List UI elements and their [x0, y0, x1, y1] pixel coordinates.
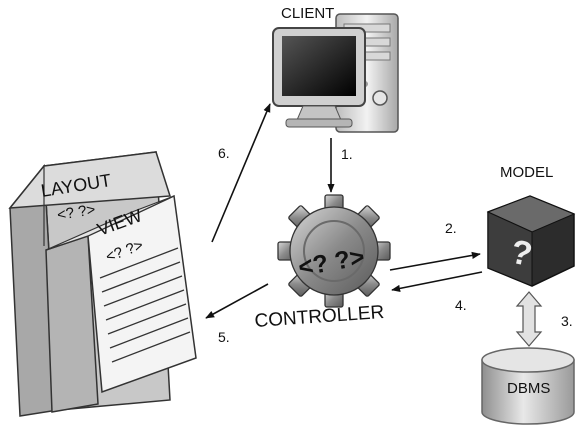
- dbms-label: DBMS: [507, 380, 551, 397]
- controller-gear-icon: [277, 194, 391, 308]
- arrow-model-to-controller: [391, 271, 483, 292]
- arrow-controller-to-model: [389, 251, 481, 271]
- step-2-label: 2.: [445, 220, 457, 236]
- client-label: CLIENT: [281, 5, 335, 22]
- arrow-controller-to-view: [205, 283, 269, 319]
- step-4-label: 4.: [455, 297, 467, 313]
- model-label: MODEL: [500, 164, 554, 181]
- step-6-label: 6.: [218, 145, 230, 161]
- layout-view-pages: [8, 151, 197, 417]
- layout-code: <? ?>: [56, 201, 97, 224]
- arrow-view-to-client: [211, 103, 271, 243]
- controller-label: CONTROLLER: [254, 302, 385, 332]
- model-cube-icon: [486, 195, 576, 287]
- model-dbms-double-arrow: [515, 291, 543, 347]
- client-computer-icon: [272, 13, 399, 133]
- step-3-label: 3.: [561, 313, 573, 329]
- dbms-cylinder-icon: [481, 347, 575, 425]
- step-1-label: 1.: [341, 146, 353, 162]
- step-5-label: 5.: [218, 329, 230, 345]
